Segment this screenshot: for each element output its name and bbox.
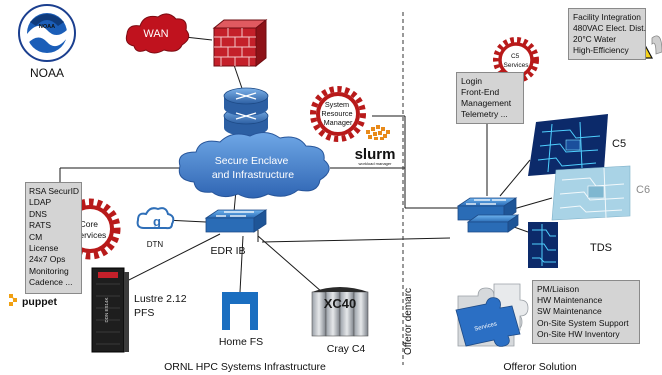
core-service-item: CM	[29, 231, 43, 242]
login-services-box: Login Front-End Management Telemetry ...	[456, 72, 524, 124]
core-service-item: DNS	[29, 208, 47, 219]
tds-label: TDS	[590, 242, 612, 254]
core-services-label: Core Services	[74, 219, 107, 240]
c5-services-label: C5 Services	[504, 53, 530, 69]
cray-label: Cray C4	[327, 343, 366, 355]
wan-label: WAN	[143, 28, 168, 40]
login-line: Login	[461, 76, 483, 86]
core-service-item: RATS	[29, 220, 52, 231]
support-item: PM/Liaison	[537, 284, 580, 294]
core-service-item: Monitoring	[29, 265, 69, 276]
firewall-icon	[212, 18, 268, 68]
dtn-cloud-icon: g	[136, 207, 175, 230]
offeror-switch-2-icon	[466, 214, 520, 233]
home-fs-icon	[222, 292, 258, 330]
svg-text:DDN ES14K: DDN ES14K	[104, 297, 109, 322]
facility-line: 20°C Water	[573, 34, 617, 44]
facility-line: High-Efficiency	[573, 45, 629, 55]
facility-line: Facility Integration	[573, 12, 641, 22]
noaa-logo-text: NOAA	[39, 24, 55, 30]
c5-label: C5	[612, 138, 626, 150]
puppet-label: puppet	[22, 296, 57, 308]
secure-enclave-cloud	[178, 132, 330, 199]
facility-line: 480VAC Elect. Dist.	[573, 23, 646, 33]
puppet-logo	[9, 294, 17, 306]
dtn-label: DTN	[147, 240, 164, 249]
right-caption: Offeror Solution	[503, 361, 577, 373]
cray-xc40-icon: XC40	[311, 287, 369, 337]
noaa-label: NOAA	[30, 66, 64, 80]
cray-logo-text: XC40	[324, 296, 357, 311]
router-icon	[223, 87, 269, 136]
login-line: Management	[461, 98, 512, 108]
edr-ib-label: EDR IB	[210, 245, 245, 257]
edr-ib-switch-icon	[204, 209, 268, 233]
support-item: On-Site System Support	[537, 317, 629, 328]
demarc-label: Offeror demarc	[403, 288, 414, 355]
login-line: Telemetry ...	[461, 109, 508, 119]
slurm-label: slurm	[355, 146, 396, 163]
services-piece-label: Services	[474, 321, 498, 332]
support-item: HW Maintenance	[537, 295, 603, 306]
facility-integration-box: Facility Integration 480VAC Elect. Dist.…	[568, 8, 646, 60]
secure-enclave-label: Secure Enclave and Infrastructure	[212, 155, 294, 181]
left-caption: ORNL HPC Systems Infrastructure	[164, 361, 326, 373]
support-item: On-Site HW Inventory	[537, 328, 620, 339]
core-service-item: 24x7 Ops	[29, 254, 66, 265]
lustre-label: Lustre 2.12 PFS	[134, 293, 189, 319]
svg-text:g: g	[153, 214, 161, 229]
tds-circuit-board-icon	[528, 222, 558, 268]
support-puzzle-icon: Services	[455, 283, 529, 347]
slurm-sublabel: workload manager	[359, 161, 393, 166]
home-fs-label: Home FS	[219, 336, 263, 348]
wan-cloud	[125, 13, 190, 54]
srm-label: System Resource Manager	[321, 100, 354, 127]
core-service-item: LDAP	[29, 197, 52, 208]
noaa-logo: NOAA	[18, 4, 76, 62]
support-item: SW Maintenance	[537, 306, 602, 317]
pipe-icon	[651, 35, 662, 55]
system-resource-manager-gear-icon	[310, 86, 366, 142]
login-line: Front-End	[461, 87, 500, 97]
slurm-logo	[366, 125, 390, 140]
c6-label: C6	[636, 184, 650, 196]
c5-circuit-board-icon	[528, 114, 608, 176]
core-service-item: Cadence ...	[29, 277, 73, 288]
core-service-item: License	[29, 243, 59, 254]
offeror-support-list: PM/Liaison HW Maintenance SW Maintenance…	[532, 280, 640, 344]
core-services-list: RSA SecurID LDAP DNS RATS CM License 24x…	[25, 182, 82, 294]
c6-circuit-board-icon	[551, 165, 631, 221]
core-service-item: RSA SecurID	[29, 186, 80, 196]
lustre-rack-icon: DDN ES14K	[91, 267, 129, 353]
